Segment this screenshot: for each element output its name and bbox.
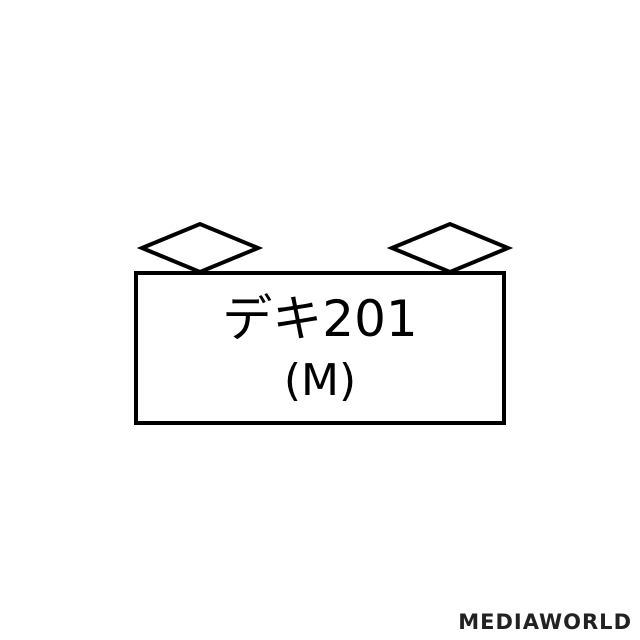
car-type-label: (M): [283, 355, 357, 406]
car-name-label: デキ201: [222, 290, 418, 348]
watermark-logo: MEDIAWORLD: [458, 610, 632, 634]
right-pantograph-icon: [386, 221, 514, 275]
car-body-box: デキ201 (M): [134, 271, 506, 425]
left-pantograph-icon: [136, 221, 264, 275]
